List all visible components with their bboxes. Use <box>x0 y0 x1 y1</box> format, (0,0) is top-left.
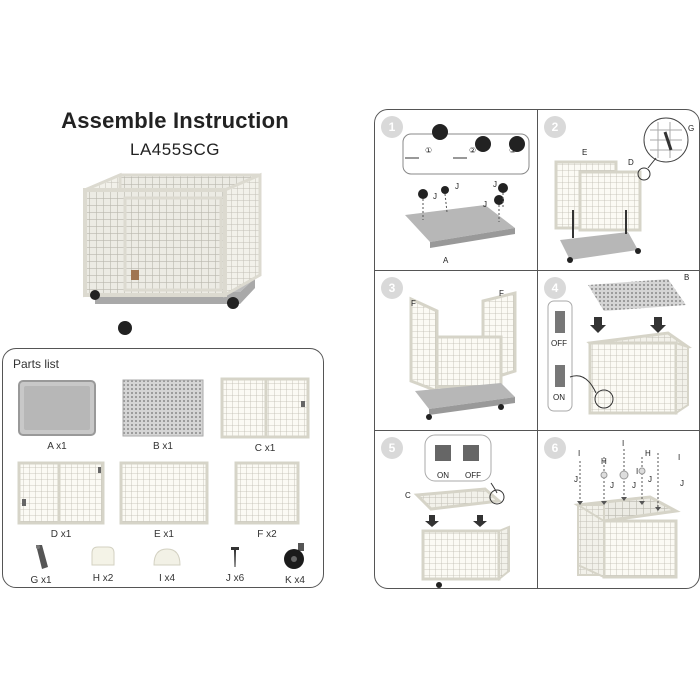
part-k-wheel-image <box>284 543 304 569</box>
step-6-label: J <box>610 481 614 490</box>
step-4-label: ON <box>553 393 565 402</box>
part-b: B x1 <box>120 379 206 452</box>
part-c-top-panel-image <box>220 377 310 439</box>
part-d-label: D x1 <box>50 529 72 540</box>
step-1-label: J <box>433 192 437 201</box>
step-6-label: H <box>645 449 651 458</box>
step-2-label: G <box>688 124 695 133</box>
step-1-label: J <box>483 200 487 209</box>
step-5-number: 5 <box>381 437 403 459</box>
step-3-label: F <box>499 289 504 298</box>
step-3-number: 3 <box>381 277 403 299</box>
parts-list-panel: Parts list A x1 B x1 C x1 <box>2 348 324 588</box>
step-6-label: H <box>601 457 607 466</box>
step-1-number: 1 <box>381 116 403 138</box>
part-a-tray-image <box>18 380 96 436</box>
part-g: G x1 <box>21 543 61 586</box>
step-4-number: 4 <box>544 277 566 299</box>
step-1-label: J <box>493 180 497 189</box>
step-2-diagram <box>554 117 689 263</box>
part-k-label: K x4 <box>284 575 305 586</box>
step-4-diagram <box>547 279 692 415</box>
step-5-diagram <box>413 434 510 588</box>
step-1: 1 ① ② ③ J J J J A <box>375 110 537 270</box>
part-e: E x1 <box>118 461 210 540</box>
step-1-label: ② <box>469 146 477 155</box>
step-1-label: A <box>443 256 449 265</box>
step-6-label: J <box>648 475 652 484</box>
step-3-diagram <box>409 291 517 420</box>
step-5-label: ON <box>437 471 449 480</box>
part-e-label: E x1 <box>153 529 174 540</box>
part-h: H x2 <box>81 545 125 584</box>
assembly-steps-panel: 1 ① ② ③ J J J J A 2 <box>374 109 700 589</box>
part-i-cap-image <box>153 548 181 566</box>
step-6-number: 6 <box>544 437 566 459</box>
part-g-label: G x1 <box>30 575 52 586</box>
step-5-label: C <box>405 491 411 500</box>
part-f: F x2 <box>232 461 302 540</box>
model-number: LA455SCG <box>130 140 220 159</box>
part-d: D x1 <box>15 461 107 540</box>
part-b-grid-floor-image <box>122 379 204 437</box>
part-a: A x1 <box>15 379 99 452</box>
divider <box>375 270 699 272</box>
step-6-label: J <box>574 475 578 484</box>
part-a-label: A x1 <box>47 441 67 452</box>
part-f-label: F x2 <box>257 529 277 540</box>
page-title: Assemble Instruction <box>61 108 289 133</box>
step-3-label: F <box>411 299 416 308</box>
step-2-number: 2 <box>544 116 566 138</box>
step-2: 2 E D G <box>538 110 699 270</box>
divider <box>537 110 539 588</box>
step-4-label: B <box>684 273 690 282</box>
part-k: K x4 <box>273 541 317 586</box>
step-6-label: I <box>622 439 625 448</box>
step-3: 3 F F <box>375 271 537 430</box>
part-e-back-panel-image <box>119 461 209 525</box>
step-6: 6 I H I H I I J J J J J <box>538 431 699 588</box>
part-c: C x1 <box>219 377 311 454</box>
part-g-lever-image <box>36 545 48 569</box>
step-6-diagram <box>573 449 681 579</box>
step-1-label: ③ <box>509 146 517 155</box>
part-f-side-panel-image <box>234 461 300 525</box>
part-j-screw-image <box>231 547 239 567</box>
step-6-label: I <box>678 453 681 462</box>
step-1-diagram <box>402 124 530 248</box>
step-4: 4 B OFF ON <box>538 271 699 430</box>
step-1-label: J <box>455 182 459 191</box>
step-6-label: J <box>632 481 636 490</box>
parts-list-title: Parts list <box>13 357 60 371</box>
step-5: 5 ON OFF C <box>375 431 537 588</box>
step-5-label: OFF <box>465 471 481 480</box>
product-illustration <box>83 172 262 335</box>
divider <box>375 430 699 432</box>
part-i-label: I x4 <box>158 573 176 584</box>
part-h-label: H x2 <box>92 573 114 584</box>
step-6-label: I <box>578 449 581 458</box>
part-i: I x4 <box>145 545 189 584</box>
step-2-label: D <box>628 158 634 167</box>
part-d-door-panel-image <box>17 461 105 525</box>
part-j-label: J x6 <box>225 573 245 584</box>
step-6-label: J <box>680 479 684 488</box>
part-b-label: B x1 <box>152 441 173 452</box>
step-2-label: E <box>582 148 588 157</box>
part-j: J x6 <box>213 545 257 584</box>
part-c-label: C x1 <box>254 443 276 454</box>
part-h-clip-image <box>91 546 115 566</box>
step-1-label: ① <box>425 146 433 155</box>
step-6-label: I <box>636 467 639 476</box>
step-4-label: OFF <box>551 339 567 348</box>
